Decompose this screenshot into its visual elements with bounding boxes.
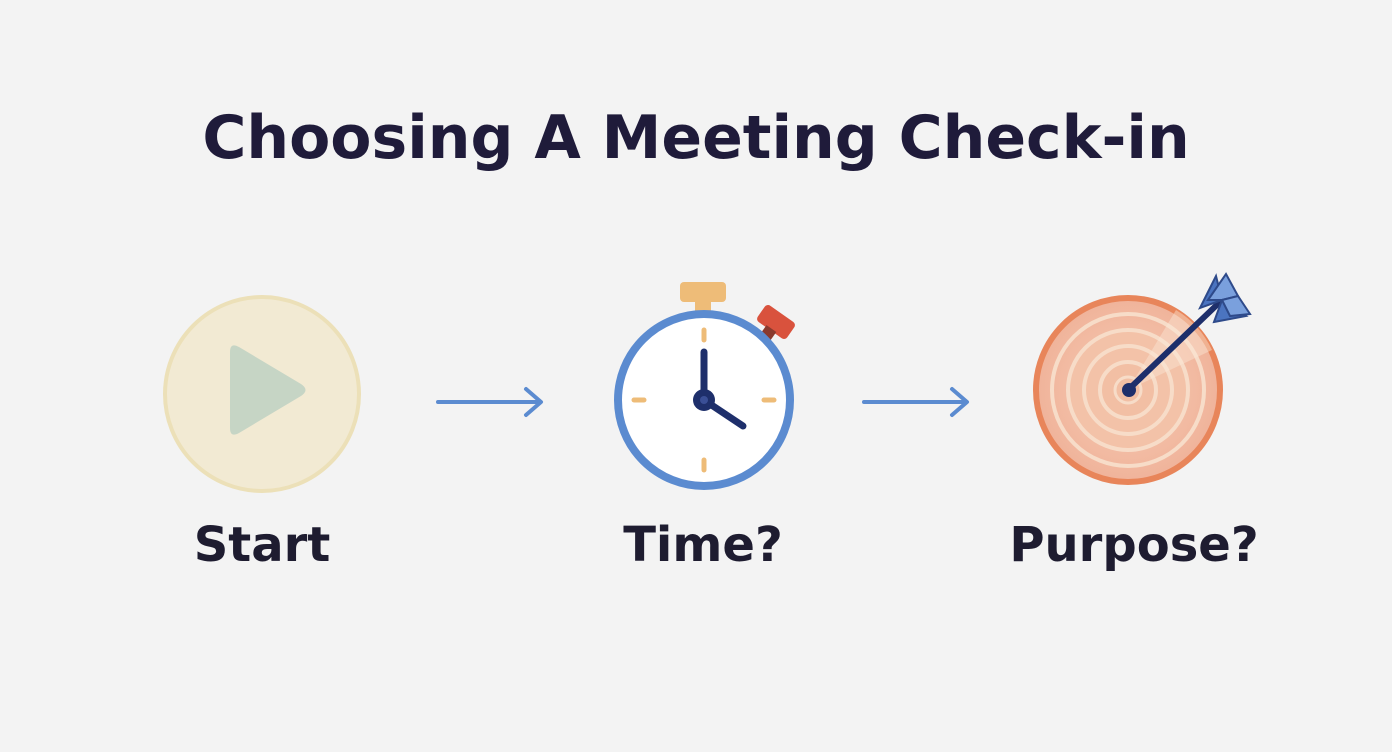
stopwatch-icon xyxy=(606,278,806,494)
page-title: Choosing A Meeting Check-in xyxy=(202,103,1190,173)
arrow-right-icon xyxy=(432,384,552,424)
step-label-purpose: Purpose? xyxy=(1009,517,1259,573)
step-label-time: Time? xyxy=(623,517,783,573)
target-icon xyxy=(1026,270,1256,494)
arrow-right-icon xyxy=(858,384,978,424)
play-icon xyxy=(160,294,364,498)
step-label-start: Start xyxy=(193,517,331,573)
